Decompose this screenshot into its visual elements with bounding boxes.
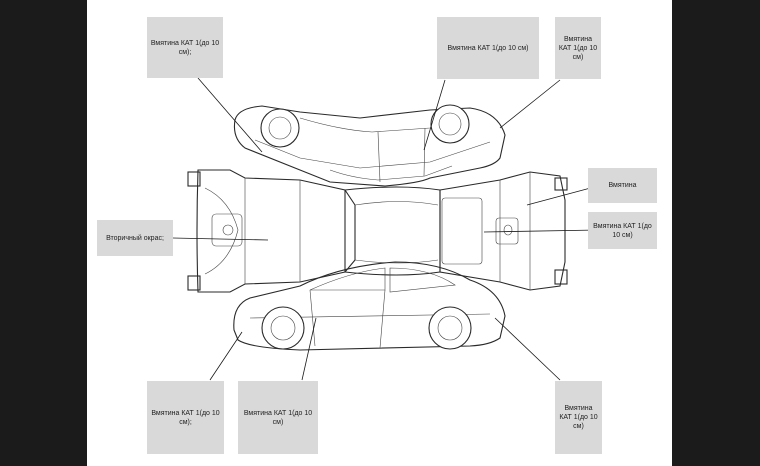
car-side-view-top <box>233 104 506 187</box>
annotation-left-middle: Вторичный окрас; <box>97 220 173 256</box>
annotation-right-lower: Вмятина КАТ 1(до 10 см) <box>588 212 657 249</box>
annotation-bottom-right: Вмятина КАТ 1(до 10 см) <box>555 381 602 454</box>
annotation-top-center: Вмятина КАТ 1(до 10 см) <box>437 17 539 79</box>
annotation-right-upper: Вмятина <box>588 168 657 203</box>
leader-lines <box>172 77 599 381</box>
annotation-bottom-left: Вмятина КАТ 1(до 10 см); <box>147 381 224 454</box>
car-front-view <box>187 169 356 293</box>
annotation-top-right: Вмятина КАТ 1(до 10 см) <box>555 17 601 79</box>
annotation-top-left: Вмятина КАТ 1(до 10 см); <box>147 17 223 78</box>
car-side-view-bottom <box>233 261 506 351</box>
annotation-bottom-center: Вмятина КАТ 1(до 10 см) <box>238 381 318 454</box>
